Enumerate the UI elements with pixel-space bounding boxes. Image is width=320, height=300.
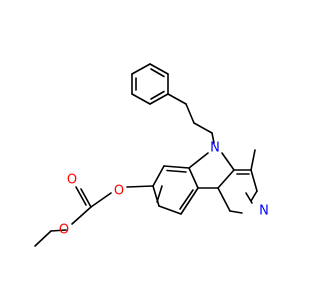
carbonyl-oxygen-label: O <box>67 173 77 188</box>
ester-oxygen-label: O <box>59 223 69 238</box>
ether-oxygen-label: O <box>114 184 124 199</box>
molecule-structure: N N O O O <box>34 63 269 247</box>
pyridine-nitrogen-label: N <box>259 204 269 219</box>
bond-lines <box>34 63 258 247</box>
structure-canvas: N N O O O <box>34 63 269 247</box>
atom-labels: N N O O O <box>59 141 269 238</box>
indole-nitrogen-label: N <box>210 141 220 156</box>
